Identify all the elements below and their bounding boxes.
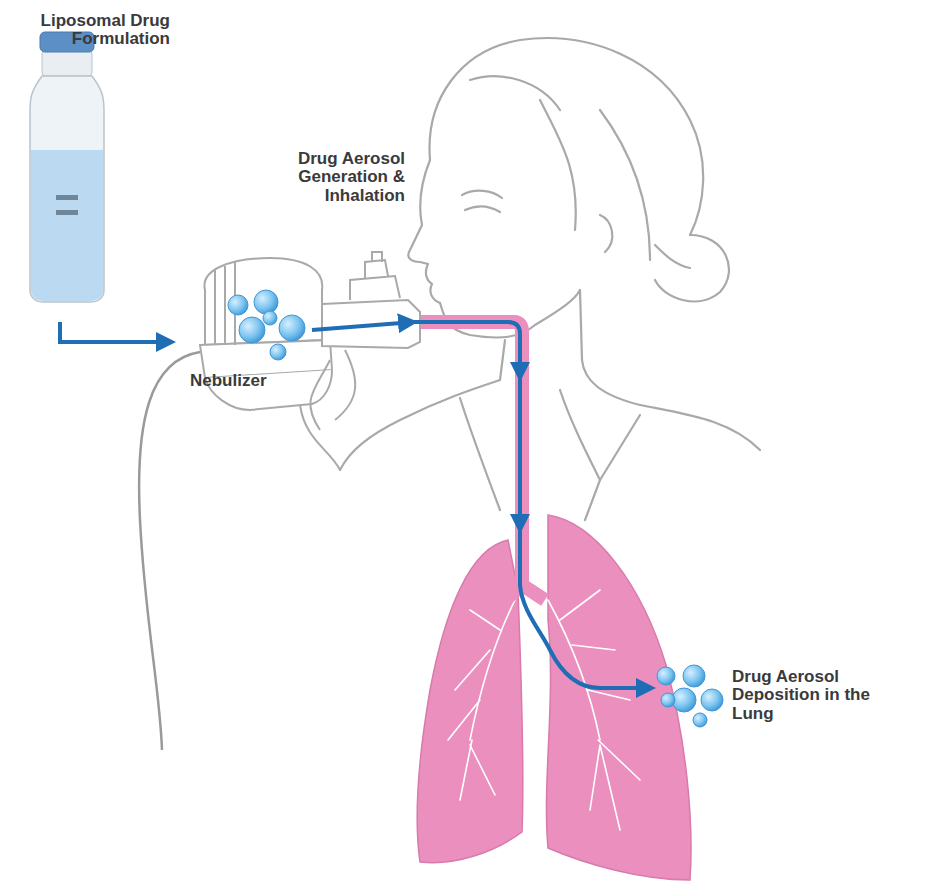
step-label: Drug Aerosol Generation & Inhalation	[235, 150, 405, 205]
component-label: Liposomal Drug Formulation	[30, 12, 170, 49]
aerosol-droplets	[228, 290, 723, 727]
nebulizer-device	[200, 252, 420, 470]
cable	[139, 352, 200, 750]
airway	[418, 322, 545, 600]
flow-arrow	[60, 322, 172, 342]
person-outline	[340, 38, 760, 520]
liposome-vial	[30, 32, 104, 302]
device-label: Nebulizer	[190, 372, 300, 390]
inhalation-path	[312, 322, 652, 688]
lungs	[417, 515, 691, 880]
result-label: Drug Aerosol Deposition in the Lung	[732, 668, 912, 723]
